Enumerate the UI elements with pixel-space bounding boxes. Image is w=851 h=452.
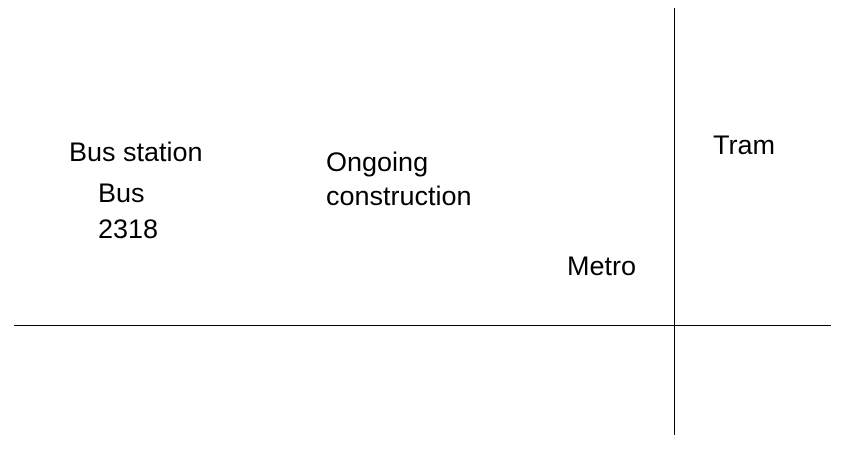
tram-label: Tram [713,130,775,160]
bus-number-label: 2318 [98,214,159,244]
construction-label: construction [326,181,472,211]
metro-label: Metro [567,251,637,281]
vertical-line [674,8,675,435]
ongoing-label: Ongoing [326,147,429,177]
bus-station-label: Bus station [69,137,203,167]
bus-label: Bus [98,178,145,208]
horizontal-line [14,325,831,326]
